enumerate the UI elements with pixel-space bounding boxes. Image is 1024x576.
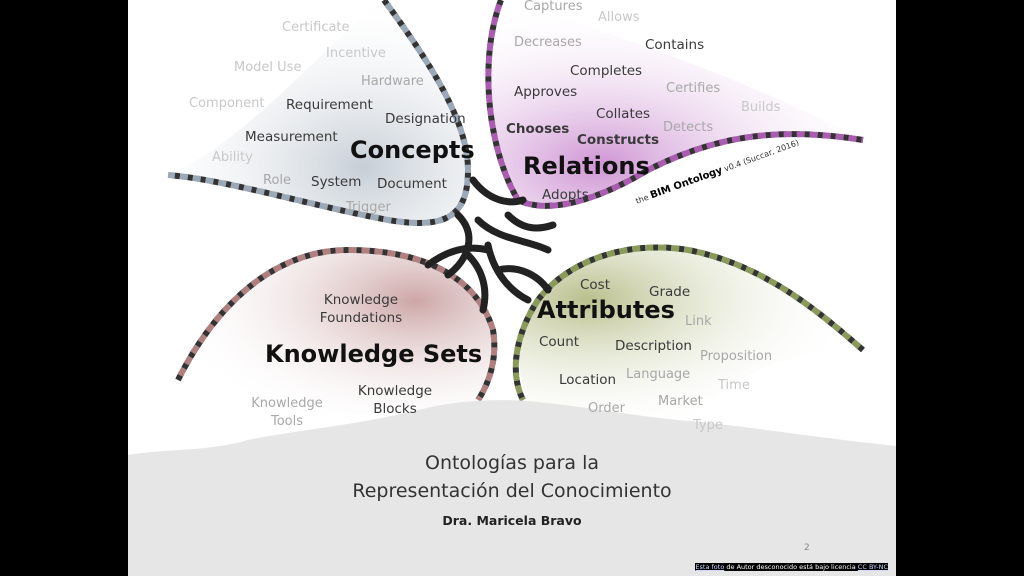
word-count: Count xyxy=(539,334,580,350)
word-detects: Detects xyxy=(663,120,714,135)
word-certificate: Certificate xyxy=(282,20,350,35)
word-type: Type xyxy=(693,418,723,433)
word-document: Document xyxy=(377,176,447,192)
slide-title-line1: Ontologías para la xyxy=(424,452,599,474)
word-trigger: Trigger xyxy=(346,200,391,215)
concepts-title: Concepts xyxy=(350,136,475,164)
word-decreases: Decreases xyxy=(514,35,582,50)
bim-ontology-flower-illustration xyxy=(128,0,896,576)
word-time: Time xyxy=(718,378,750,393)
word-ability: Ability xyxy=(212,150,253,165)
attributes-title: Attributes xyxy=(537,296,675,324)
word-link: Link xyxy=(685,314,712,329)
word-cost: Cost xyxy=(580,277,611,293)
word-language: Language xyxy=(626,367,691,382)
word-order: Order xyxy=(588,401,625,416)
slide-title-line2: Representación del Conocimiento xyxy=(352,480,672,502)
slide-author: Dra. Maricela Bravo xyxy=(442,513,582,528)
word-knowledge-tools: Knowledge Tools xyxy=(251,396,323,429)
word-builds: Builds xyxy=(741,100,781,115)
word-description: Description xyxy=(615,338,692,354)
word-approves: Approves xyxy=(514,84,578,100)
word-certifies: Certifies xyxy=(666,81,721,96)
word-contains: Contains xyxy=(645,37,705,53)
word-allows: Allows xyxy=(598,10,640,25)
credit-text: de Autor desconocido está bajo licencia xyxy=(724,563,858,571)
credit-photo-link[interactable]: Esta foto xyxy=(695,563,725,571)
word-hardware: Hardware xyxy=(361,74,424,89)
word-collates: Collates xyxy=(596,106,651,122)
word-completes: Completes xyxy=(570,63,643,79)
slide: Certificate Incentive Model Use Hardware… xyxy=(128,0,896,576)
word-component: Component xyxy=(189,96,265,111)
image-credit: Esta foto de Autor desconocido está bajo… xyxy=(695,563,888,571)
word-knowledge-blocks: Knowledge Blocks xyxy=(357,383,433,417)
word-model-use: Model Use xyxy=(234,60,302,75)
word-market: Market xyxy=(658,394,703,409)
word-constructs: Constructs xyxy=(577,132,660,148)
credit-license-link[interactable]: CC BY-NC xyxy=(857,563,888,571)
knowledge-sets-title: Knowledge Sets xyxy=(265,340,483,368)
word-knowledge-foundations: Knowledge Foundations xyxy=(319,292,403,326)
word-requirement: Requirement xyxy=(286,97,373,113)
word-incentive: Incentive xyxy=(326,46,386,61)
word-grade: Grade xyxy=(649,284,691,300)
word-role: Role xyxy=(263,173,292,188)
word-measurement: Measurement xyxy=(245,129,338,145)
word-proposition: Proposition xyxy=(700,349,773,364)
word-designation: Designation xyxy=(385,111,466,127)
word-captures: Captures xyxy=(524,0,583,14)
word-adopts: Adopts xyxy=(542,187,589,203)
word-chooses: Chooses xyxy=(506,121,570,137)
relations-title: Relations xyxy=(523,152,650,180)
word-system: System xyxy=(311,174,362,190)
page-number: 2 xyxy=(804,543,810,553)
word-location: Location xyxy=(559,372,617,388)
